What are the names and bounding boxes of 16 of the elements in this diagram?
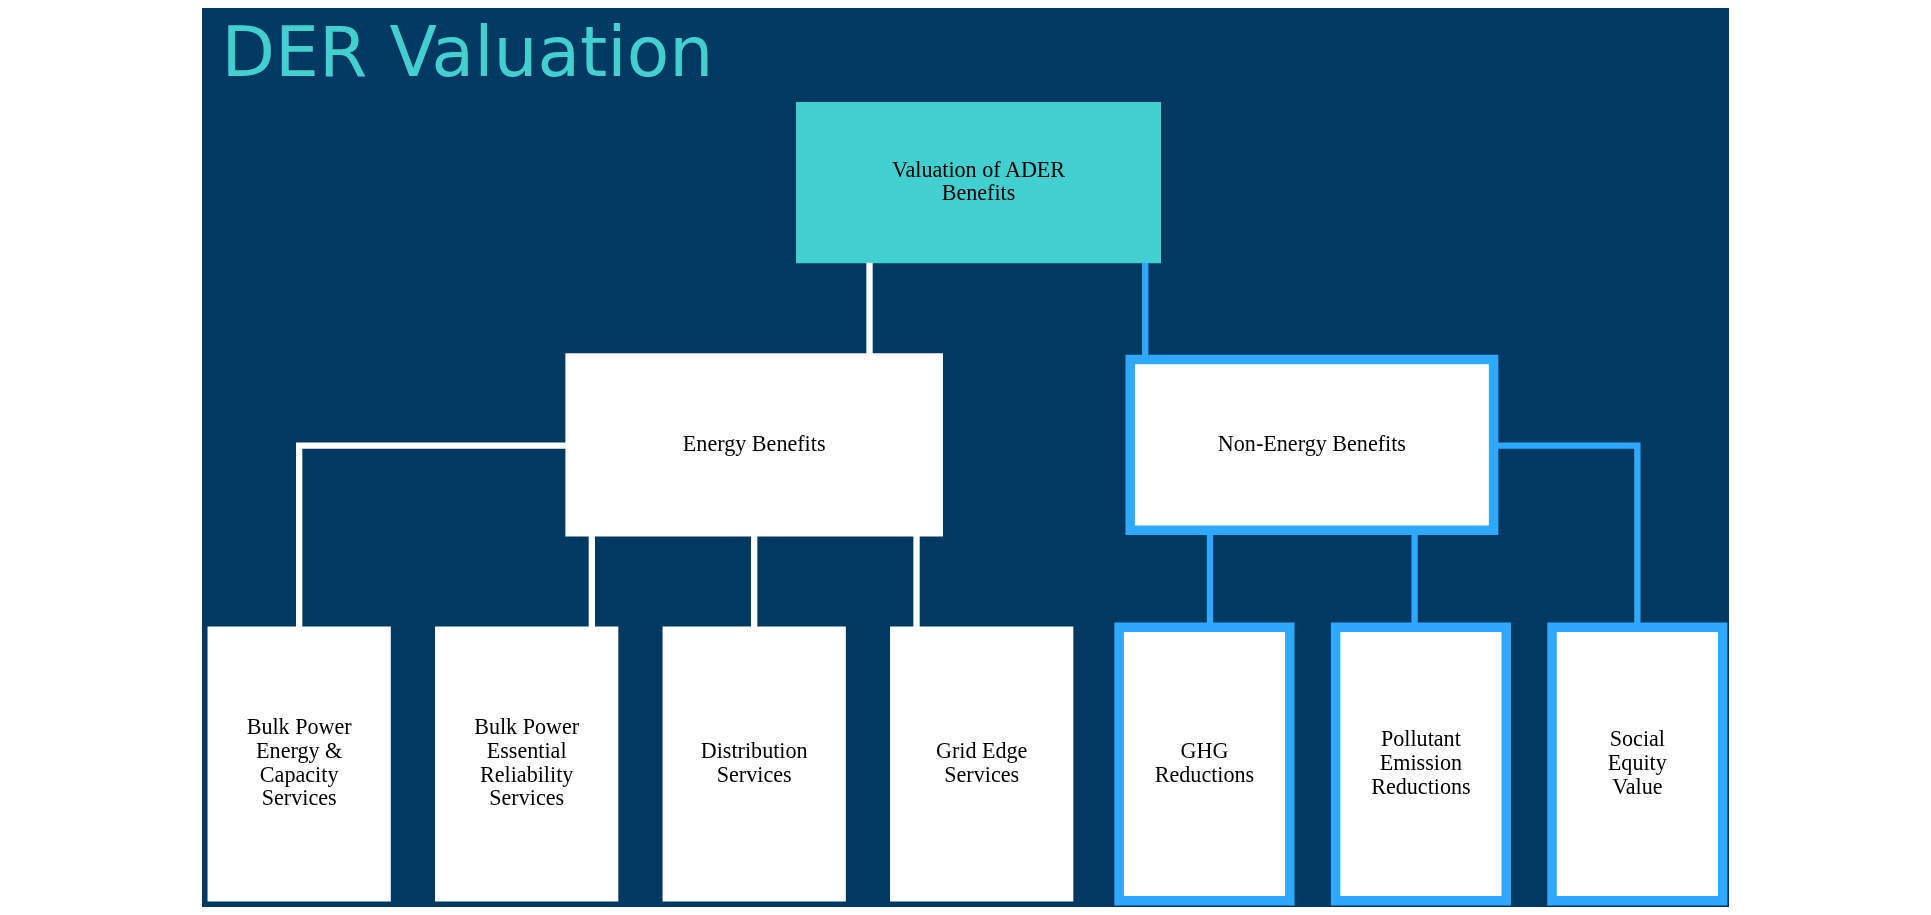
node-box: Energy Benefits (565, 353, 943, 537)
node-box: Social Equity Value (1547, 622, 1728, 906)
node-box: GHG Reductions (1114, 622, 1295, 906)
connector (913, 535, 920, 627)
connector (588, 535, 595, 627)
connector (296, 442, 566, 628)
connector (866, 262, 873, 354)
node-box: Pollutant Emission Reductions (1330, 622, 1511, 906)
connector (751, 535, 758, 627)
node-box: Bulk Power Essential Reliability Services (435, 626, 619, 902)
node-box: Non-Energy Benefits (1125, 354, 1499, 535)
node-box: Valuation of ADER Benefits (796, 102, 1161, 264)
diagram-title: DER Valuation (221, 11, 714, 93)
node-box: Bulk Power Energy & Capacity Services (207, 626, 391, 902)
node-box: Distribution Services (662, 626, 846, 902)
node-box: Grid Edge Services (890, 626, 1074, 902)
